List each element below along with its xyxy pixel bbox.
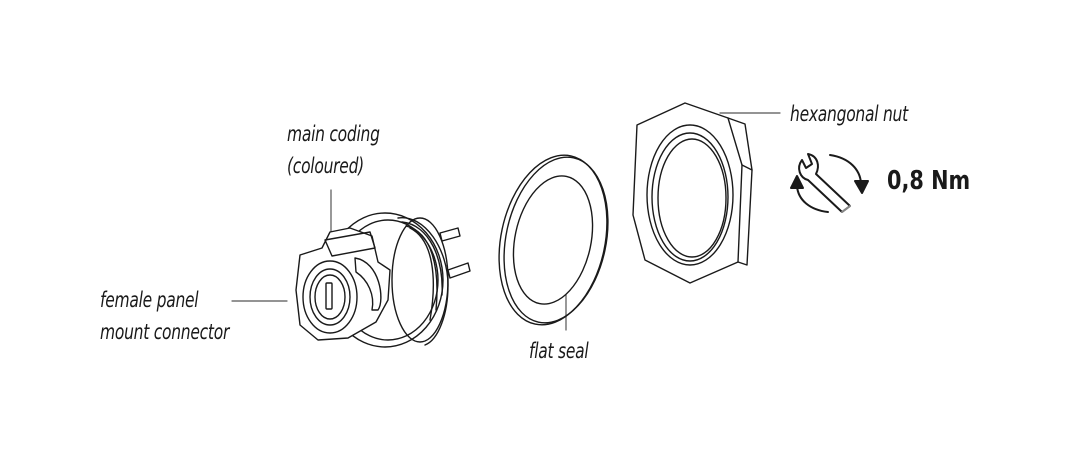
main-coding-sublabel: (coloured) — [287, 154, 364, 178]
female-connector-label: female panel — [100, 288, 199, 312]
flat-seal-label: flat seal — [529, 339, 589, 363]
main-coding-label: main coding — [287, 122, 380, 146]
flat-seal-drawing — [498, 154, 609, 326]
connector-drawing — [295, 212, 471, 348]
torque-value: 0,8 Nm — [887, 166, 971, 196]
hex-nut-label: hexangonal nut — [790, 102, 908, 126]
female-connector-sublabel: mount connector — [100, 320, 230, 344]
rotate-arrows-icon — [790, 154, 869, 213]
hex-nut-drawing — [632, 102, 753, 284]
wrench-icon — [798, 153, 851, 213]
